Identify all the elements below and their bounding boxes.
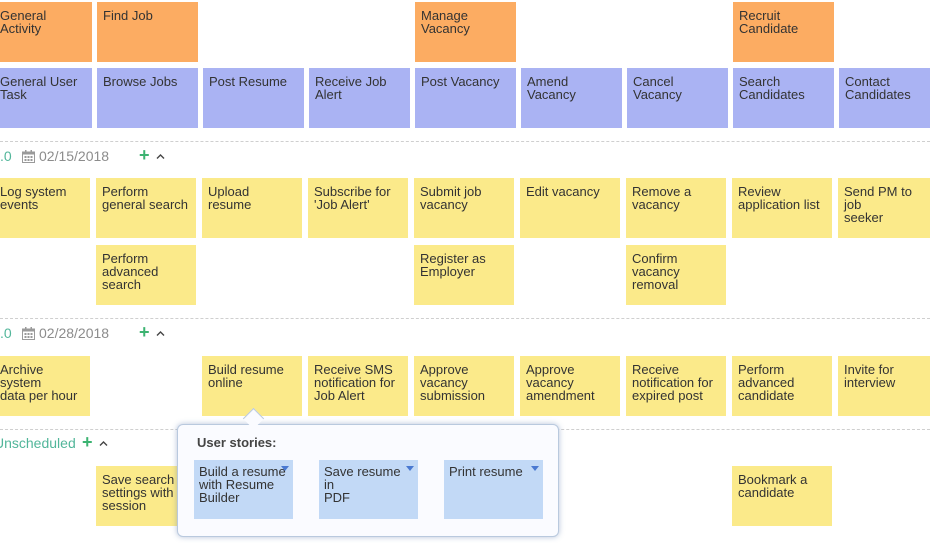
release-date[interactable]: 02/15/2018: [39, 148, 110, 164]
activity-card[interactable]: Manage Vacancy: [415, 2, 516, 62]
task-card[interactable]: Post Vacancy: [415, 68, 516, 128]
story-card[interactable]: Perform general search: [96, 178, 196, 238]
story-card[interactable]: Submit job vacancy: [414, 178, 514, 238]
user-story-card[interactable]: Print resume: [444, 460, 543, 519]
calendar-icon[interactable]: [22, 150, 35, 163]
story-card[interactable]: Log system events: [0, 178, 90, 238]
story-card[interactable]: Remove a vacancy: [626, 178, 726, 238]
activity-card[interactable]: Recruit Candidate: [733, 2, 834, 62]
release-date[interactable]: 02/28/2018: [39, 325, 110, 341]
task-card[interactable]: Post Resume: [203, 68, 304, 128]
plus-icon[interactable]: +: [82, 432, 93, 452]
chevron-up-icon[interactable]: [156, 329, 165, 338]
dropdown-arrow-icon[interactable]: [531, 466, 539, 471]
user-story-label: Save resume in PDF: [324, 464, 401, 505]
dropdown-arrow-icon[interactable]: [281, 466, 289, 471]
activity-card[interactable]: Find Job: [97, 2, 198, 62]
plus-icon[interactable]: +: [139, 145, 150, 165]
story-card[interactable]: Register as Employer: [414, 245, 514, 305]
activity-card[interactable]: General Activity: [0, 2, 92, 62]
dropdown-arrow-icon[interactable]: [406, 466, 414, 471]
story-card[interactable]: Build resume online: [202, 356, 302, 416]
task-card[interactable]: Browse Jobs: [97, 68, 198, 128]
popup-title: User stories:: [197, 435, 277, 450]
task-card[interactable]: Receive Job Alert: [309, 68, 410, 128]
story-card[interactable]: Invite for interview: [838, 356, 930, 416]
task-card[interactable]: Contact Candidates: [839, 68, 930, 128]
story-card[interactable]: Bookmark a candidate: [732, 466, 832, 526]
story-card[interactable]: Confirm vacancy removal: [626, 245, 726, 305]
story-card[interactable]: Perform advanced search: [96, 245, 196, 305]
release-divider: [0, 318, 930, 319]
story-card[interactable]: Approve vacancy submission: [414, 356, 514, 416]
chevron-up-icon[interactable]: [156, 152, 165, 161]
user-story-card[interactable]: Save resume in PDF: [319, 460, 418, 519]
story-card[interactable]: Receive notification for expired post: [626, 356, 726, 416]
release-label[interactable]: Unscheduled: [0, 435, 76, 451]
user-stories-popup: User stories: Build a resume with Resume…: [177, 424, 559, 537]
story-card[interactable]: Upload resume: [202, 178, 302, 238]
story-card[interactable]: Edit vacancy: [520, 178, 620, 238]
chevron-up-icon[interactable]: [99, 439, 108, 448]
story-card[interactable]: Receive SMS notification for Job Alert: [308, 356, 408, 416]
story-card[interactable]: Archive system data per hour: [0, 356, 90, 416]
release-divider: [0, 141, 930, 142]
calendar-icon[interactable]: [22, 327, 35, 340]
task-card[interactable]: Amend Vacancy: [521, 68, 622, 128]
user-story-label: Print resume: [449, 464, 523, 479]
story-card[interactable]: Perform advanced candidate: [732, 356, 832, 416]
release-label[interactable]: .0: [0, 325, 12, 341]
user-story-label: Build a resume with Resume Builder: [199, 464, 286, 505]
story-card[interactable]: Subscribe for 'Job Alert': [308, 178, 408, 238]
task-card[interactable]: Cancel Vacancy: [627, 68, 728, 128]
story-card[interactable]: Review application list: [732, 178, 832, 238]
story-card[interactable]: Approve vacancy amendment: [520, 356, 620, 416]
task-card[interactable]: General User Task: [0, 68, 92, 128]
story-card[interactable]: Send PM to job seeker: [838, 178, 930, 238]
plus-icon[interactable]: +: [139, 322, 150, 342]
release-label[interactable]: .0: [0, 148, 12, 164]
user-story-card[interactable]: Build a resume with Resume Builder: [194, 460, 293, 519]
task-card[interactable]: Search Candidates: [733, 68, 834, 128]
